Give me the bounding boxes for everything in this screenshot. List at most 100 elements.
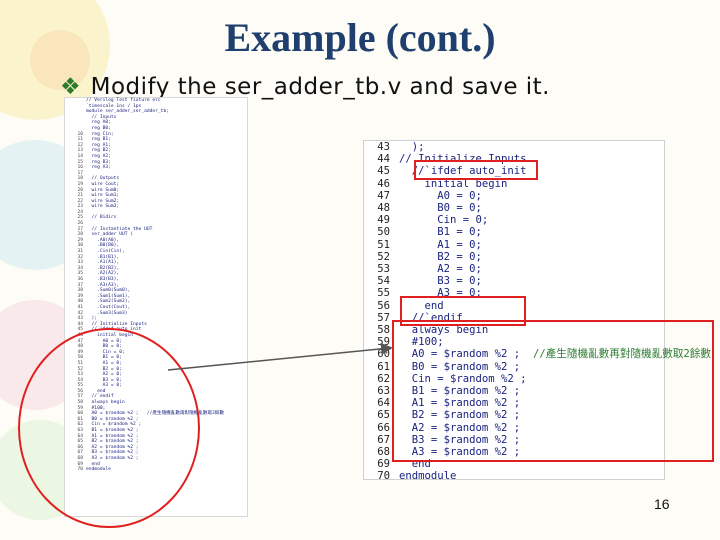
code-text: // Initialize Inputs (399, 153, 527, 166)
line-number: 19 (77, 181, 83, 187)
code-line: 52 B2 = 0; (364, 251, 664, 263)
code-text: end (399, 299, 444, 312)
code-line: 36 .B3(B3), (65, 277, 247, 283)
line-number: 62 (377, 372, 390, 385)
code-line: 22 wire Sum2; (65, 199, 247, 205)
code-line: 64 A1 = $random %2 ; (364, 397, 664, 409)
line-number: 16 (77, 165, 83, 171)
code-line: 54 B3 = 0; (364, 275, 664, 287)
line-number: 20 (77, 187, 83, 193)
line-number: 45 (377, 165, 390, 178)
line-number: 14 (77, 153, 83, 159)
code-line: 51 A1 = 0; (364, 239, 664, 251)
highlight-box-endif (400, 296, 526, 326)
line-number: 26 (77, 221, 83, 227)
line-number: 45 (77, 327, 83, 333)
code-text: wire Sum2; (86, 198, 120, 204)
code-line: 60 A0 = $random %2 ; //產生隨機亂數再對隨機亂數取2餘數 (364, 348, 711, 360)
code-text: B0 = $random %2 ; (399, 360, 521, 373)
code-line: 49 Cin = 0; (364, 214, 664, 226)
code-line: 56 end (364, 300, 664, 312)
code-line: 43 ); (65, 316, 247, 322)
code-line: 66 A2 = $random %2 ; (364, 422, 664, 434)
code-text: ); (86, 316, 98, 322)
code-line: 28 ser_adder UUT ( (65, 232, 247, 238)
code-line: 43 ); (364, 141, 664, 153)
code-text: module ser_adder_ser_adder_tb; (86, 109, 169, 115)
code-text: //`ifdef auto_init (399, 165, 527, 178)
code-line: 58 always begin (364, 324, 664, 336)
code-text: always begin (399, 324, 489, 337)
line-number: 27 (77, 226, 83, 232)
highlight-circle-thumbnail (18, 328, 200, 528)
code-line: 50 B1 = 0; (364, 226, 664, 238)
code-line: 24 (65, 210, 247, 216)
line-number: 58 (377, 324, 390, 337)
line-number: 29 (77, 237, 83, 243)
line-number: 42 (77, 310, 83, 316)
code-text: B3 = $random %2 ; (399, 433, 521, 446)
code-text: // Inputs (86, 114, 117, 120)
code-text: .Cout(Cout), (86, 304, 131, 310)
code-text: .Sum0(Sum0), (86, 288, 131, 294)
line-number: 43 (377, 141, 390, 153)
line-number: 18 (77, 176, 83, 182)
code-text: // Outputs (86, 176, 120, 182)
code-line: 62 Cin = $random %2 ; (364, 373, 664, 385)
code-line: 63 B1 = $random %2 ; (364, 385, 664, 397)
code-line: 45 //`ifdef auto_init (364, 165, 664, 177)
code-text: .Cin(Cin), (86, 249, 125, 255)
line-number: 40 (77, 299, 83, 305)
line-number: 68 (377, 446, 390, 459)
code-line: 21 wire Sum1; (65, 193, 247, 199)
code-line: 61 B0 = $random %2 ; (364, 361, 664, 373)
code-text: A1 = $random %2 ; (399, 397, 521, 410)
line-number: 43 (77, 316, 83, 322)
code-text: .A2(A2), (86, 271, 120, 277)
code-text: .B1(B1), (86, 254, 120, 260)
code-line: 29 .A0(A0), (65, 238, 247, 244)
code-text: wire Sum3; (86, 204, 120, 210)
line-number: 12 (77, 142, 83, 148)
code-line: 10 reg Cin; (65, 132, 247, 138)
code-text: B2 = 0; (399, 250, 482, 263)
line-number: 34 (77, 265, 83, 271)
code-line: 47 A0 = 0; (364, 190, 664, 202)
code-text: // Verilog Test fixture erc (86, 98, 161, 103)
code-line: 38 .Sum0(Sum0), (65, 288, 247, 294)
code-text: A1 = 0; (399, 238, 482, 251)
code-text: wire Sum0; (86, 187, 120, 193)
code-line: 41 .Cout(Cout), (65, 305, 247, 311)
line-number: 61 (377, 360, 390, 373)
line-number: 23 (77, 204, 83, 210)
code-text: reg B0; (86, 125, 111, 131)
line-number: 31 (77, 249, 83, 255)
line-number: 52 (377, 250, 390, 263)
line-number: 51 (377, 238, 390, 251)
code-text: Cin = 0; (399, 214, 489, 227)
code-text: wire Cout; (86, 181, 120, 187)
code-text: A2 = $random %2 ; (399, 421, 521, 434)
code-line: 40 .Sum2(Sum2), (65, 299, 247, 305)
code-line: // Inputs (65, 115, 247, 121)
code-text: Cin = $random %2 ; (399, 372, 527, 385)
code-text: .B2(B2), (86, 265, 120, 271)
code-line: 44 // Initialize Inputs (65, 322, 247, 328)
code-text: `timescale 1ns / 1ps (86, 103, 142, 109)
line-number: 44 (377, 153, 390, 166)
line-number: 37 (77, 282, 83, 288)
line-number: 36 (77, 277, 83, 282)
line-number: 54 (377, 275, 390, 288)
code-line: 68 A3 = $random %2 ; (364, 446, 664, 458)
line-number: 55 (377, 287, 390, 300)
code-line: 48 B0 = 0; (364, 202, 664, 214)
code-text: .A0(A0), (86, 237, 120, 243)
code-line: 20 wire Sum0; (65, 188, 247, 194)
code-text: .A3(A3), (86, 282, 120, 288)
code-text: // Instantiate the UUT (86, 226, 153, 232)
line-number: 11 (77, 137, 83, 143)
code-text: initial begin (399, 177, 508, 190)
code-text: reg A1; (86, 142, 111, 148)
code-text: A2 = 0; (399, 263, 482, 276)
